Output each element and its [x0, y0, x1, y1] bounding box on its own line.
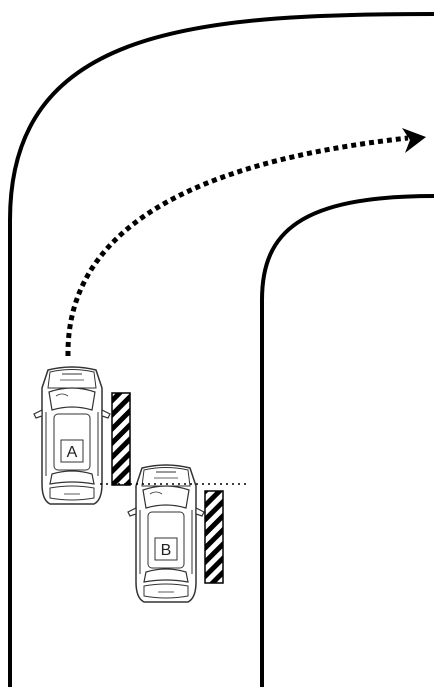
striped-post-b — [204, 490, 224, 584]
inner-road-edge — [260, 194, 434, 687]
car-a: A — [33, 366, 111, 505]
car-b-label-box — [154, 537, 178, 561]
car-b: B — [127, 464, 205, 603]
car-b-label: B — [161, 542, 172, 559]
car-a-label-box — [60, 439, 84, 463]
car-a-label: A — [67, 444, 78, 461]
arrowhead-icon — [402, 128, 426, 153]
turn-path-line — [65, 135, 409, 357]
striped-post-a — [111, 392, 131, 486]
outer-road-edge — [8, 12, 434, 687]
